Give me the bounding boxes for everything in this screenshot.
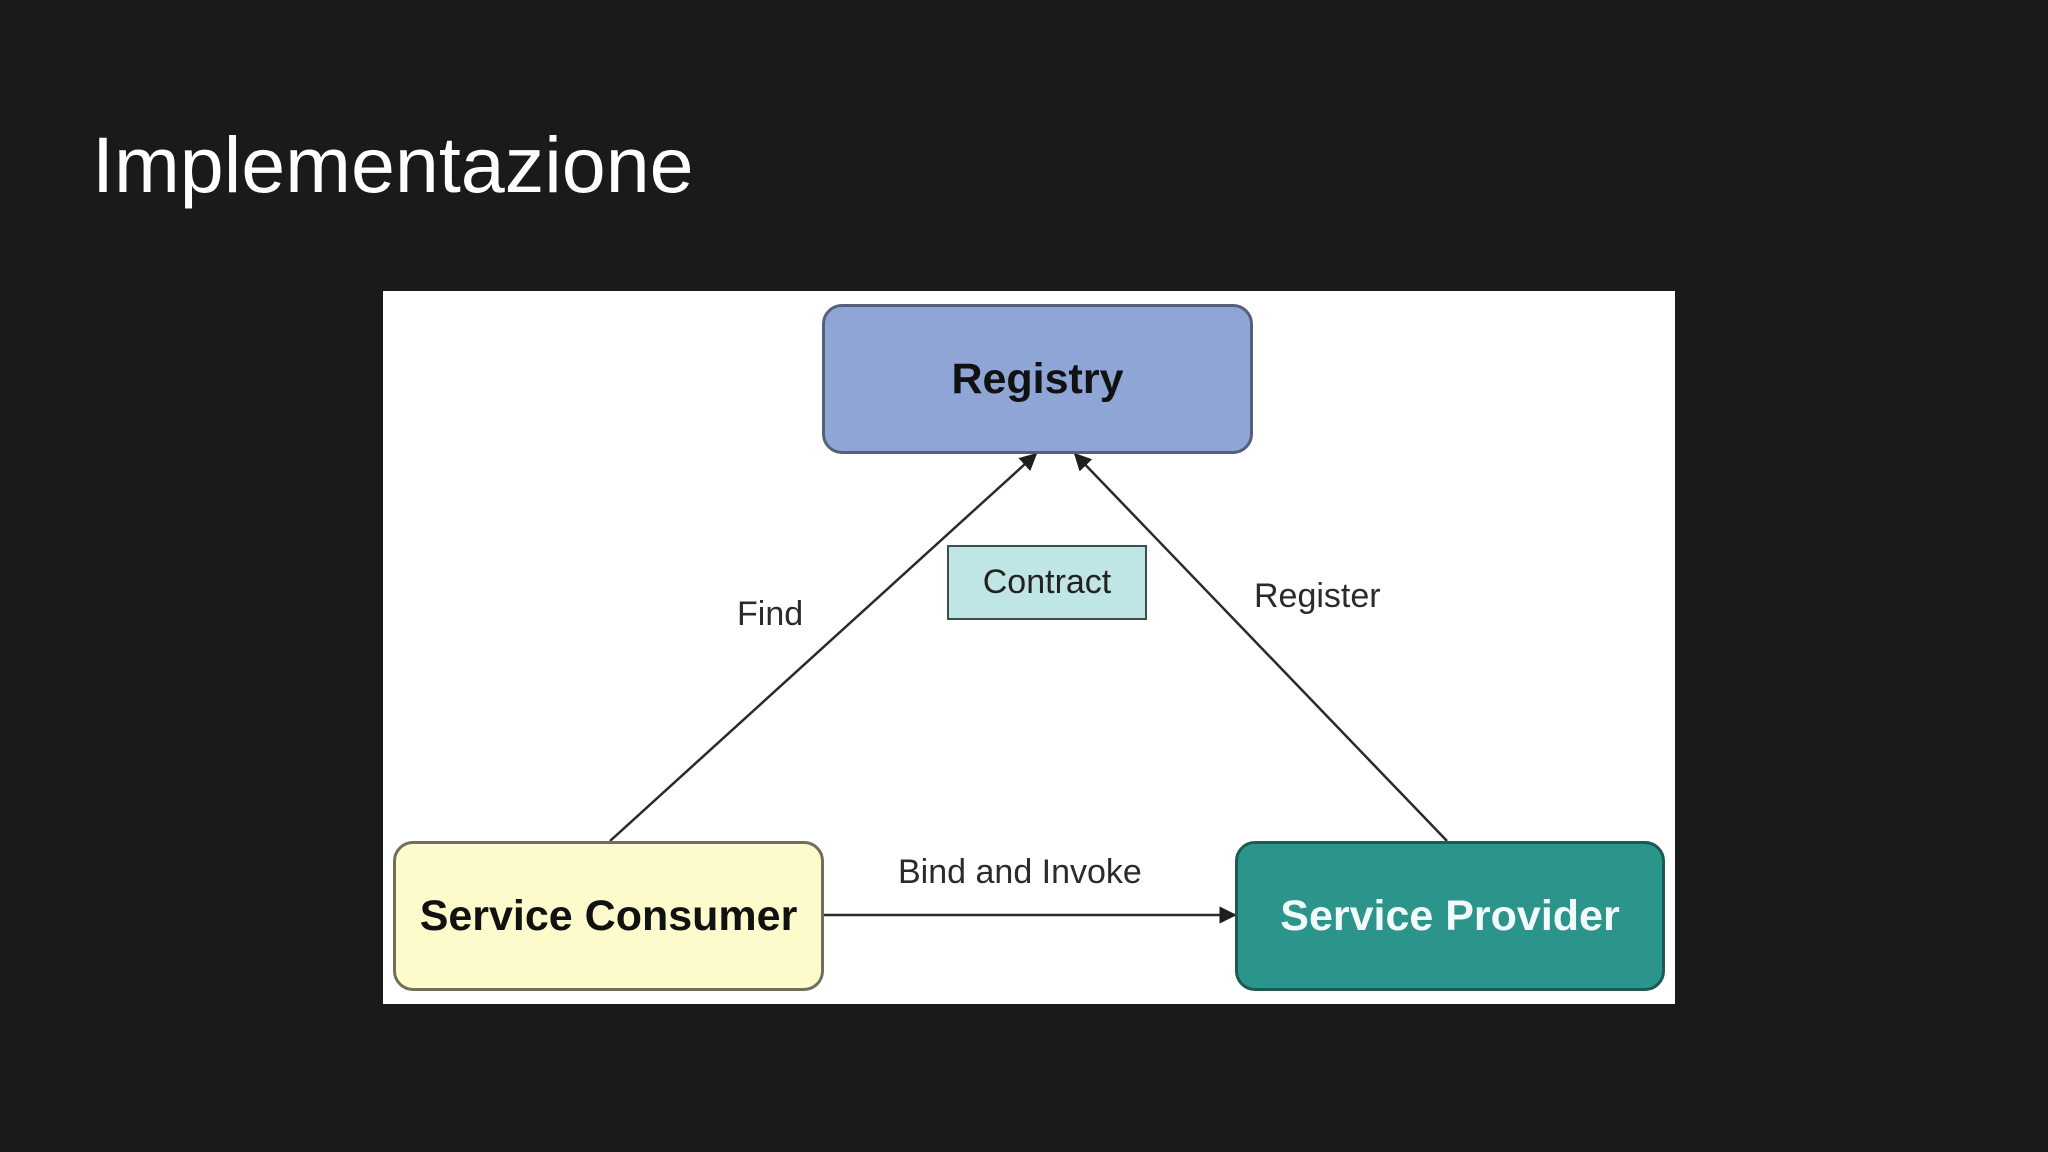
register-arrow — [1073, 452, 1448, 842]
diagram-connectors — [609, 452, 1448, 924]
service-consumer-node: Service Consumer — [393, 841, 824, 991]
contract-node: Contract — [947, 545, 1147, 620]
soa-diagram: Registry Contract Service Consumer Servi… — [383, 291, 1675, 1004]
slide-title: Implementazione — [92, 120, 694, 209]
service-provider-node: Service Provider — [1235, 841, 1665, 991]
register-label: Register — [1254, 577, 1381, 615]
bind-and-invoke-label: Bind and Invoke — [898, 853, 1142, 891]
find-label: Find — [737, 595, 804, 633]
find-arrow — [609, 452, 1038, 842]
registry-node: Registry — [822, 304, 1253, 454]
